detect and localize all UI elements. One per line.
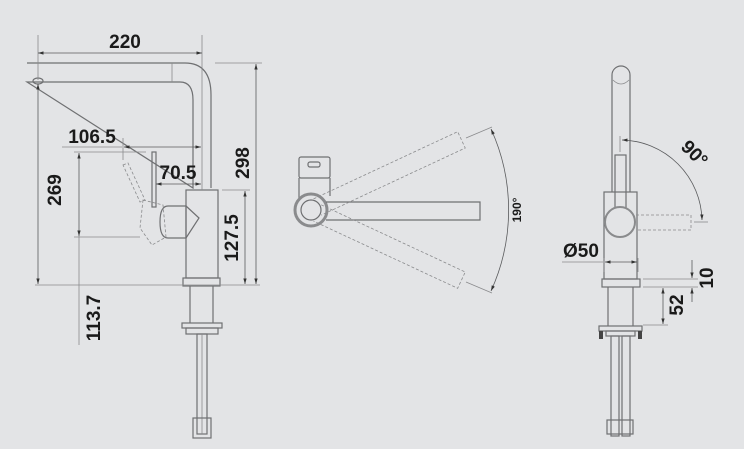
dim-base-diameter: Ø50 — [563, 241, 599, 262]
dim-counter-thickness: 52 — [667, 294, 688, 315]
dim-swivel-angle: 190° — [510, 197, 524, 222]
dim-base-plate: 10 — [697, 267, 718, 288]
side-view: 220 269 298 127.5 106.5 70.5 113.7 — [24, 32, 262, 439]
faucet-top-outline — [293, 126, 493, 294]
front-view: 90° Ø50 10 52 — [562, 65, 718, 437]
top-view: 190° — [293, 126, 524, 294]
dim-lever-offset: 70.5 — [160, 163, 197, 184]
dim-lever-reach: 106.5 — [68, 127, 116, 148]
faucet-front-outline — [598, 65, 692, 437]
dim-body-height: 127.5 — [222, 214, 243, 262]
dim-lever-height: 113.7 — [84, 295, 105, 342]
dim-total-height: 298 — [233, 147, 254, 179]
dim-lever-angle: 90° — [676, 137, 711, 172]
faucet-side-outline — [24, 62, 223, 439]
dim-spout-height: 269 — [45, 174, 66, 206]
dim-spout-reach: 220 — [109, 32, 141, 53]
